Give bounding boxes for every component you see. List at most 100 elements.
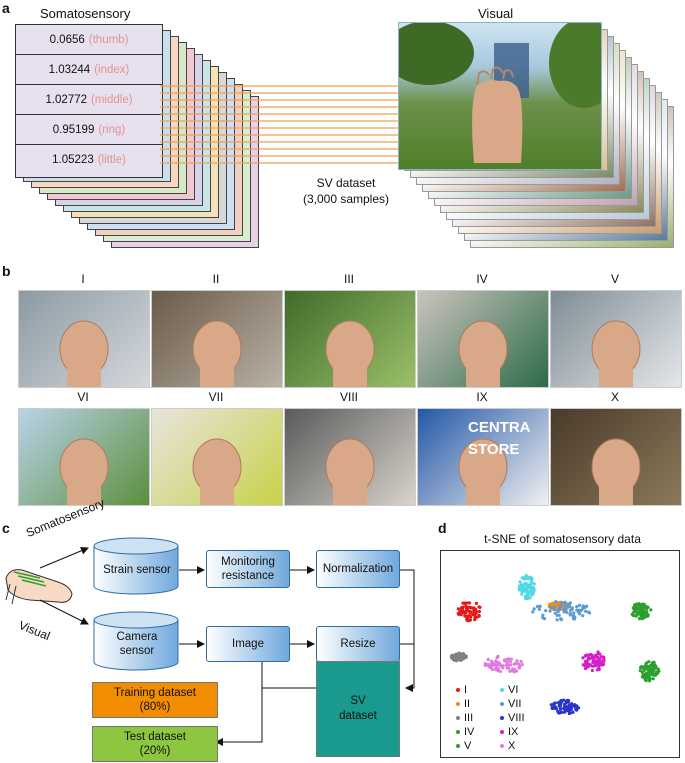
legend-dot bbox=[500, 702, 504, 706]
tsne-point bbox=[474, 601, 479, 605]
sensor-row-ring: 0.95199(ring) bbox=[16, 115, 162, 145]
tsne-point bbox=[520, 592, 524, 596]
tsne-point bbox=[558, 703, 563, 708]
gesture-label: IV bbox=[476, 272, 488, 286]
tsne-point bbox=[490, 663, 494, 667]
tsne-point bbox=[586, 665, 590, 669]
tsne-plot-frame bbox=[440, 550, 680, 758]
tsne-point bbox=[552, 605, 556, 609]
strain-sensor-cylinder bbox=[93, 537, 179, 595]
tsne-point bbox=[642, 667, 646, 671]
tsne-point bbox=[477, 605, 481, 609]
tsne-point bbox=[558, 606, 562, 610]
tsne-point bbox=[642, 612, 647, 616]
tsne-point bbox=[538, 604, 542, 608]
tsne-point bbox=[453, 653, 457, 657]
tsne-point bbox=[467, 609, 471, 613]
tsne-legend-item: IX bbox=[500, 726, 518, 738]
tsne-point bbox=[529, 581, 533, 586]
gesture-label: X bbox=[610, 390, 619, 404]
legend-label: VI bbox=[508, 684, 519, 696]
visual-title: Visual bbox=[478, 6, 514, 21]
tsne-point bbox=[597, 662, 601, 666]
tsne-point bbox=[517, 588, 522, 592]
tsne-point bbox=[521, 586, 525, 591]
gesture-label: V bbox=[610, 272, 619, 286]
tsne-point bbox=[563, 709, 567, 714]
tsne-point bbox=[515, 659, 519, 663]
central-store-sign: CENTRA STORE bbox=[468, 419, 530, 458]
tsne-point bbox=[549, 605, 553, 610]
tsne-point bbox=[577, 603, 582, 607]
image-box: Image bbox=[206, 626, 290, 662]
tsne-legend-item: X bbox=[500, 740, 515, 752]
tsne-point bbox=[526, 596, 530, 600]
sv-dataset-count: (3,000 samples) bbox=[302, 192, 390, 206]
tsne-point bbox=[456, 611, 460, 616]
tsne-point bbox=[486, 663, 490, 667]
tsne-point bbox=[549, 602, 553, 606]
tsne-point bbox=[562, 610, 566, 614]
tsne-point bbox=[508, 669, 512, 673]
tsne-point bbox=[586, 610, 591, 614]
tsne-point bbox=[642, 604, 646, 608]
tsne-point bbox=[652, 661, 656, 665]
tsne-point bbox=[507, 666, 511, 670]
tsne-point bbox=[498, 669, 503, 674]
tsne-point bbox=[459, 610, 463, 614]
gesture-label: IX bbox=[476, 390, 488, 404]
tsne-point bbox=[520, 576, 524, 580]
tsne-point bbox=[635, 606, 639, 610]
tsne-point bbox=[581, 656, 585, 660]
tsne-point bbox=[496, 669, 500, 673]
tsne-point bbox=[544, 609, 548, 613]
legend-label: III bbox=[464, 712, 474, 724]
tsne-point bbox=[641, 673, 645, 677]
tsne-point bbox=[645, 610, 649, 614]
panel-c-letter: c bbox=[2, 520, 10, 536]
tsne-point bbox=[562, 704, 567, 708]
tsne-point bbox=[555, 618, 559, 622]
training-dataset-box: Training dataset(80%) bbox=[92, 682, 218, 718]
gesture-photo bbox=[550, 290, 682, 388]
tsne-point bbox=[549, 703, 553, 707]
gesture-photo bbox=[284, 408, 416, 506]
tsne-point bbox=[651, 671, 655, 675]
legend-label: VII bbox=[508, 698, 522, 710]
tsne-point bbox=[566, 708, 570, 713]
tsne-point bbox=[575, 605, 579, 609]
tsne-point bbox=[518, 580, 522, 584]
tsne-point bbox=[532, 607, 536, 611]
tsne-legend-item: IV bbox=[456, 726, 474, 738]
tsne-title: t-SNE of somatosensory data bbox=[484, 532, 641, 546]
tsne-legend-item: I bbox=[456, 684, 467, 696]
tsne-point bbox=[645, 672, 649, 676]
legend-label: II bbox=[464, 698, 471, 710]
legend-dot bbox=[456, 716, 460, 720]
legend-dot bbox=[456, 688, 460, 692]
hand-drawing bbox=[5, 569, 73, 605]
tsne-point bbox=[600, 662, 604, 666]
sensor-row-middle: 1.02772(middle) bbox=[16, 85, 162, 115]
tsne-point bbox=[583, 605, 587, 610]
tsne-point bbox=[529, 586, 533, 590]
tsne-point bbox=[653, 665, 657, 669]
tsne-point bbox=[556, 609, 560, 613]
tsne-point bbox=[593, 653, 598, 657]
gesture-photo bbox=[18, 290, 150, 388]
tsne-point bbox=[567, 699, 571, 703]
gesture-photo bbox=[151, 290, 283, 388]
tsne-point bbox=[638, 606, 642, 610]
legend-dot bbox=[500, 716, 504, 720]
tsne-point bbox=[563, 600, 567, 604]
tsne-point bbox=[541, 616, 545, 620]
tsne-point bbox=[520, 589, 524, 594]
tsne-point bbox=[557, 711, 561, 715]
tsne-point bbox=[529, 579, 534, 583]
gesture-label: III bbox=[343, 272, 354, 286]
tsne-point bbox=[640, 670, 645, 674]
flowchart-connectors bbox=[5, 547, 415, 746]
tsne-point bbox=[451, 656, 455, 661]
tsne-point bbox=[525, 590, 529, 594]
